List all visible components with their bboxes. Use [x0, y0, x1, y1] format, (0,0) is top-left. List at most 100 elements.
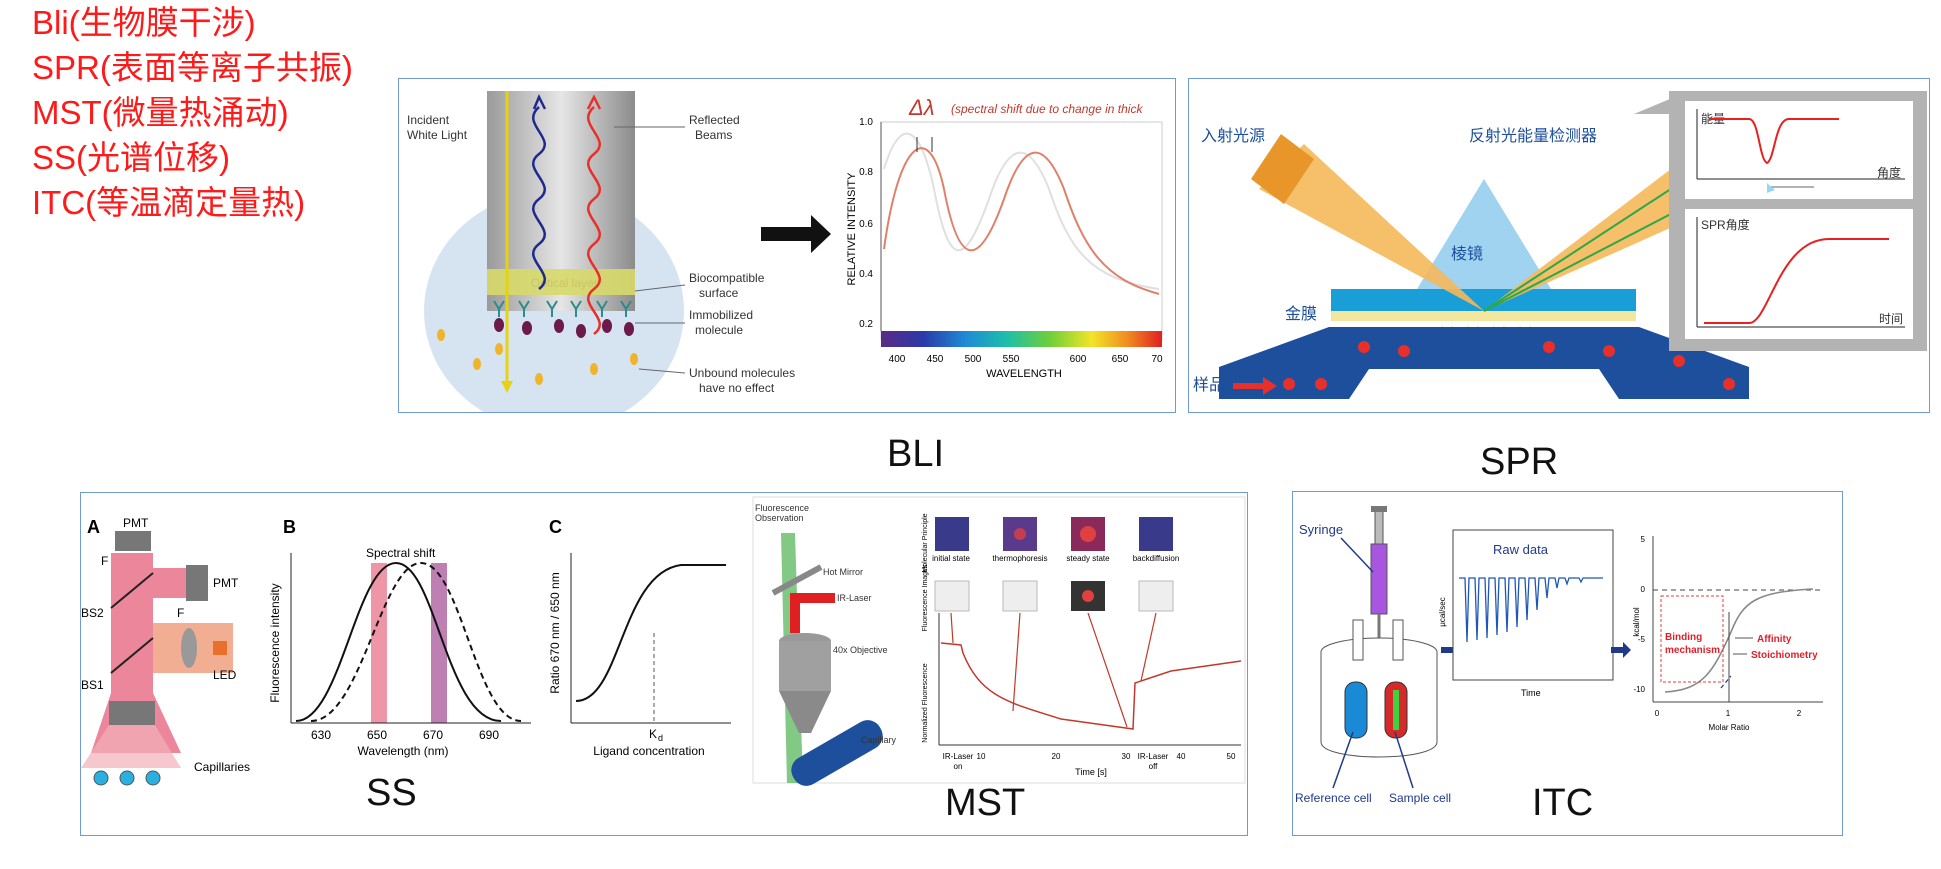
kcal-ytick-neg10: -10	[1633, 685, 1645, 694]
xtick-550: 550	[1003, 354, 1020, 365]
immobilized-label-1: Immobilized	[689, 308, 753, 322]
mst-xtick-50: 50	[1227, 752, 1236, 761]
binding-curve	[575, 564, 726, 702]
kd-subscript: d	[658, 733, 663, 743]
ytick-0-8: 0.8	[859, 167, 873, 178]
bli-panel: Optical layer Incident White Light Refle	[398, 78, 1176, 431]
mst-xtick-10: 10	[977, 752, 986, 761]
raw-xlabel: Time	[1521, 688, 1541, 698]
pmt-top	[115, 531, 151, 551]
ss-mst-panel: A PMT PMT F F BS2 BS1 LED Capillaries B …	[80, 492, 1248, 836]
xtick-450: 450	[927, 354, 944, 365]
microfluidic-label: 微流路液相系统	[1409, 376, 1521, 394]
bli-title: BLI	[887, 433, 945, 475]
bs2-label: BS2	[81, 606, 104, 620]
prism-label: 棱镜	[1451, 244, 1483, 263]
technique-itc: ITC(等温滴定量热)	[32, 184, 306, 221]
bli-diagram: Optical layer Incident White Light Refle	[407, 91, 1163, 431]
reflected-light-cone	[1484, 159, 1724, 311]
ligand-label: Ligand concentration	[593, 744, 704, 758]
molar-ratio-label: Molar Ratio	[1709, 723, 1750, 732]
capillary	[791, 720, 883, 786]
objective-block	[109, 701, 155, 725]
mst-title: MST	[945, 782, 1026, 824]
ytick-0-4: 0.4	[859, 269, 873, 280]
spectrum-chart: Δλ (spectral shift due to change in thic…	[846, 95, 1163, 380]
led	[213, 641, 227, 655]
itc-title: ITC	[1532, 782, 1594, 824]
state-initial: initial state	[932, 554, 970, 563]
fluor-xtick-650: 650	[367, 728, 387, 742]
reflected-label-1: Reflected	[689, 113, 740, 127]
angle-label: 角度	[1877, 165, 1901, 180]
label-c: C	[549, 517, 562, 537]
gold-film	[1331, 289, 1636, 311]
molar-xtick-0: 0	[1655, 709, 1660, 718]
prism	[1414, 179, 1554, 294]
raw-data-trace	[1459, 577, 1603, 643]
gold-film-label: 金膜	[1285, 305, 1317, 323]
xtick-500: 500	[965, 354, 982, 365]
fluor-obs-label-2: Observation	[755, 513, 804, 523]
reference-cell-label: Reference cell	[1295, 791, 1372, 805]
microfluidic-channel	[1219, 327, 1749, 399]
bli-ylabel: RELATIVE INTENSITY	[846, 172, 858, 286]
affinity-label: Affinity	[1757, 634, 1792, 645]
ss-title: SS	[366, 772, 417, 814]
delta-lambda: Δλ	[908, 95, 935, 120]
led-label: LED	[213, 668, 237, 682]
itc-diagram: Syringe Reference cell Sample cell Raw d…	[1295, 506, 1823, 805]
bli-xlabel: WAVELENGTH	[986, 368, 1062, 380]
spectral-shift-label: Spectral shift	[366, 546, 436, 560]
spectrum-curve-after	[883, 147, 1160, 295]
xtick-70: 70	[1151, 354, 1163, 365]
incident-light-cone	[1259, 144, 1484, 311]
ytick-0-2: 0.2	[859, 319, 873, 330]
xtick-650: 650	[1112, 354, 1129, 365]
incident-label-1: Incident	[407, 113, 450, 127]
laser-on-label-2: on	[954, 762, 963, 771]
state-backdiffusion: backdiffusion	[1133, 554, 1180, 563]
fluor-ylabel: Fluorescence intensity	[268, 583, 282, 702]
fluor-obs-label-1: Fluorescence	[755, 503, 809, 513]
sample-particles	[1283, 341, 1735, 390]
fluor-xtick-630: 630	[311, 728, 331, 742]
hot-mirror-label: Hot Mirror	[823, 567, 863, 577]
label-a: A	[87, 517, 100, 537]
pmt-right-label: PMT	[213, 576, 239, 590]
molar-xtick-1: 1	[1726, 709, 1731, 718]
optical-layer-label: Optical layer	[531, 276, 598, 290]
arrow-to-binding	[1611, 642, 1631, 658]
molecular-states	[935, 517, 1173, 551]
kcal-ytick-0: 0	[1641, 585, 1646, 594]
biocompatible-label-2: surface	[699, 286, 739, 300]
fluorescence-images	[934, 580, 1174, 612]
laser-on-label-1: IR-Laser	[943, 752, 974, 761]
technique-spr: SPR(表面等离子共振)	[32, 49, 353, 86]
fluor-xlabel: Wavelength (nm)	[358, 744, 449, 758]
blue-wave	[532, 106, 546, 290]
kd-label: K	[649, 727, 657, 741]
capillary-label: Capillary	[861, 735, 897, 745]
optical-layer	[487, 269, 635, 295]
spectral-note: (spectral shift due to change in thick	[951, 102, 1143, 116]
kcal-ytick-5: 5	[1641, 535, 1646, 544]
syringe	[1370, 543, 1388, 615]
ratio-ylabel: Ratio 670 nm / 650 nm	[548, 572, 562, 693]
sample-cell-label: Sample cell	[1389, 791, 1451, 805]
binding-isotherm	[1664, 588, 1814, 693]
laser-off-label-2: off	[1149, 762, 1159, 771]
ytick-0-6: 0.6	[859, 219, 873, 230]
ss-mst-diagram: A PMT PMT F F BS2 BS1 LED Capillaries B …	[81, 496, 1246, 786]
molar-xtick-2: 2	[1797, 709, 1802, 718]
mst-xtick-40: 40	[1177, 752, 1186, 761]
bs1-label: BS1	[81, 678, 104, 692]
red-wave	[587, 106, 601, 335]
ir-laser-beam	[795, 593, 835, 603]
row-label-images: Fluorescence Images	[922, 564, 929, 631]
kcal-label: kcal/mol	[1632, 607, 1641, 637]
rainbow-bar	[881, 331, 1162, 347]
light-source-label: 入射光源	[1201, 127, 1265, 145]
spr-title: SPR	[1480, 441, 1559, 483]
spr-panel: 棱镜 金膜 入射光源 反射光能量检测器 微流路液相系统 样品	[1188, 78, 1930, 413]
